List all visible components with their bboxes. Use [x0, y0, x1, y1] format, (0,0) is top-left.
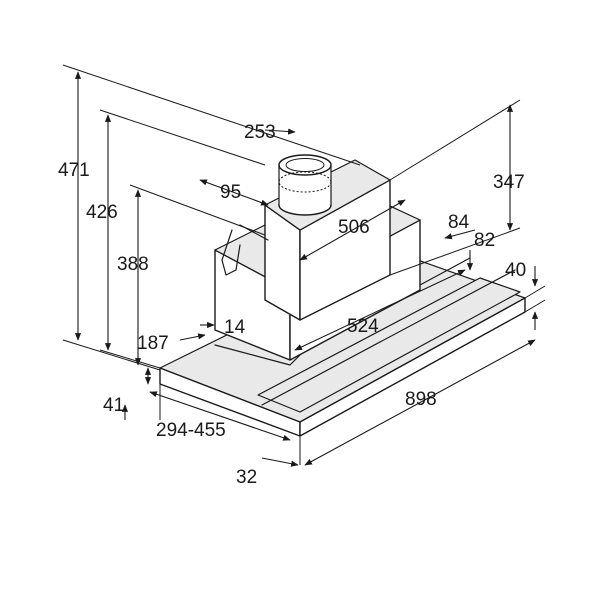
dimension-lines — [74, 71, 539, 467]
side-bracket — [221, 229, 241, 276]
dimension-labels: 471 426 388 253 95 506 347 84 82 40 14 5… — [58, 122, 526, 488]
label-41: 41 — [103, 395, 124, 416]
label-84: 84 — [448, 212, 470, 233]
label-347: 347 — [493, 172, 525, 193]
label-14: 14 — [224, 317, 246, 338]
label-95: 95 — [220, 182, 241, 203]
label-40: 40 — [505, 260, 526, 281]
dim-line-898 — [304, 339, 536, 466]
dim-line-253 — [264, 128, 296, 135]
vent-strip — [214, 344, 301, 366]
label-426: 426 — [86, 202, 118, 223]
label-82: 82 — [474, 230, 495, 251]
label-388: 388 — [117, 254, 149, 275]
label-32: 32 — [236, 467, 257, 488]
dim-line-32 — [261, 457, 299, 467]
label-471: 471 — [58, 160, 90, 181]
label-187: 187 — [137, 333, 169, 354]
label-294-455: 294-455 — [156, 420, 226, 441]
dim-line-84 — [444, 229, 476, 240]
label-524: 524 — [347, 316, 379, 337]
label-898: 898 — [405, 389, 437, 410]
hood-drawing — [159, 154, 526, 437]
exhaust-duct — [278, 154, 332, 216]
dim-line-187 — [179, 333, 206, 341]
dim-line-506 — [299, 199, 406, 261]
label-506: 506 — [338, 217, 370, 238]
label-253: 253 — [244, 122, 276, 143]
dim-line-95 — [199, 179, 269, 206]
dim-line-524 — [294, 269, 466, 351]
dim-line-294-455 — [149, 391, 291, 441]
